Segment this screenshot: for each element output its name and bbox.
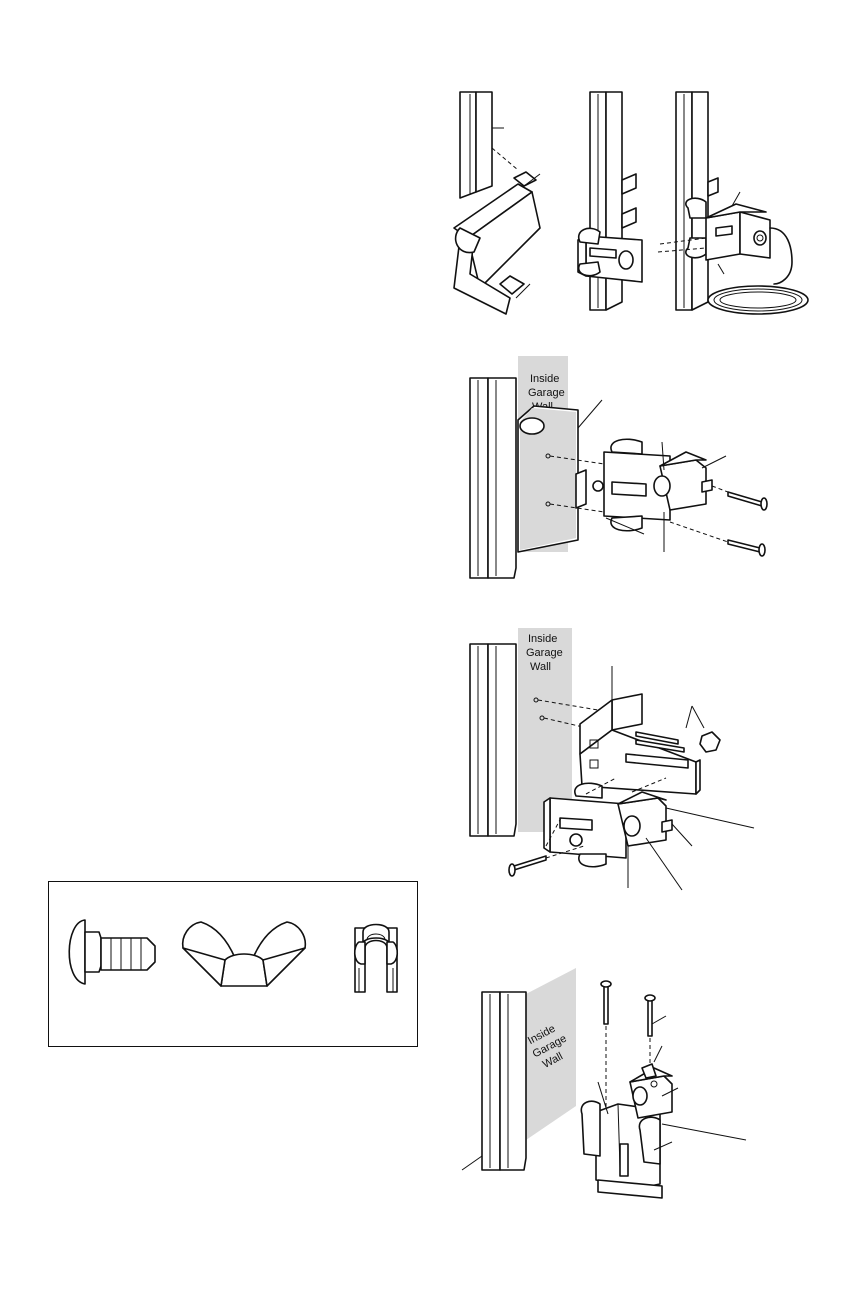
wall-label-line3: Wall	[530, 661, 551, 673]
wall-label-line2: Garage	[526, 647, 563, 659]
carriage-bolt-icon	[69, 920, 155, 984]
wing-nut-icon	[183, 922, 306, 986]
figure-extension-bracket: Inside Garage Wall	[466, 628, 766, 896]
figure-floor-mount: Inside Garage Wall	[458, 964, 758, 1208]
wall-label-line2: Garage	[528, 387, 565, 399]
hardware-box	[48, 881, 418, 1047]
insulated-staple-icon	[355, 925, 398, 993]
figure-sensor-bracket-steps	[440, 88, 820, 328]
wall-label-line1: Inside	[528, 633, 557, 645]
track-step-a	[454, 92, 540, 314]
figure-wall-mount: Inside Garage Wall	[466, 356, 786, 586]
wall-label-line1: Inside	[530, 373, 559, 385]
track-step-c	[658, 92, 808, 314]
track-step-b	[578, 92, 642, 310]
